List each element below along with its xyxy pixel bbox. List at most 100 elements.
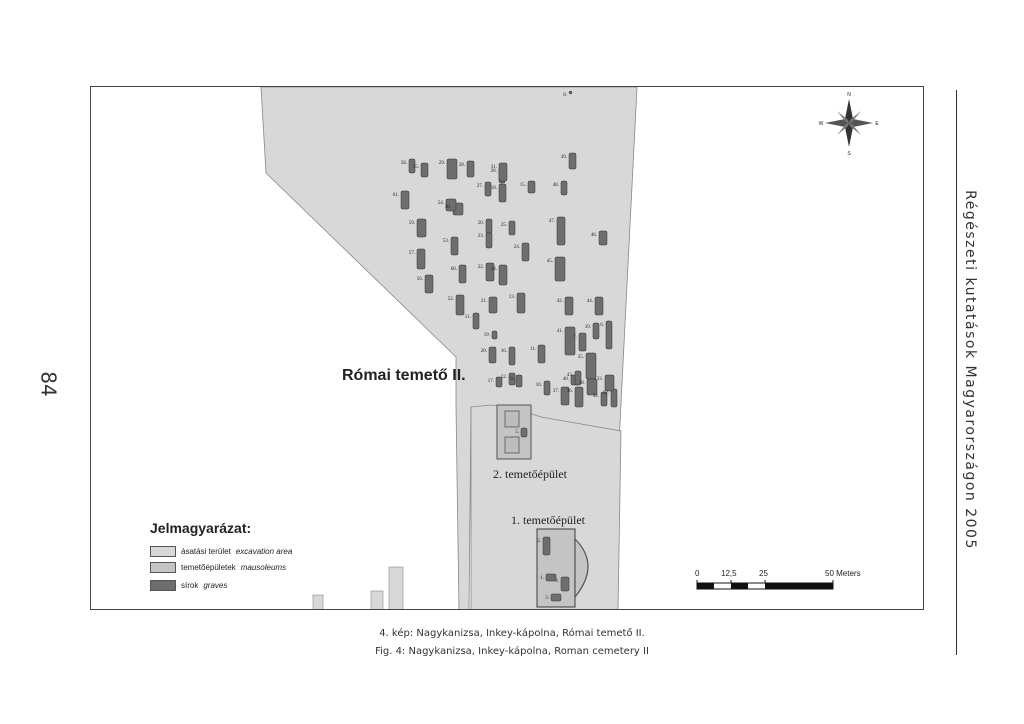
grave-label-38: 38.	[579, 381, 585, 386]
grave-label-21: 21.	[481, 299, 487, 304]
grave-1	[545, 573, 557, 582]
grave-16	[508, 346, 516, 366]
grave-47	[556, 216, 566, 246]
grave-4	[560, 576, 570, 592]
grave-label-51: 51.	[465, 315, 471, 320]
grave-label-11: 11.	[530, 347, 536, 352]
grave-17	[495, 376, 503, 388]
grave-6	[605, 320, 613, 350]
graves-layer	[400, 90, 618, 602]
mausoleum-1-apse	[574, 537, 589, 599]
grave-label-35: 35.	[578, 355, 584, 360]
grave-label-22: 22.	[478, 265, 484, 270]
grave-label-39: 39.	[585, 325, 591, 330]
grave-43	[574, 370, 582, 386]
grave-13	[516, 292, 526, 314]
grave-label-48: 48.	[553, 183, 559, 188]
grave-label-52: 52.	[448, 297, 454, 302]
grave-label-14: 14.	[491, 267, 497, 272]
compass-w: W	[819, 121, 824, 127]
mausoleum-2-label: 2. temetőépület	[493, 467, 567, 481]
grave-7	[578, 332, 587, 352]
grave-label-44: 44.	[587, 299, 593, 304]
grave-label-18: 18.	[491, 186, 497, 191]
grave-18	[498, 183, 507, 203]
grave-label-33: 33.	[597, 377, 603, 382]
grave-label-60: 60.	[451, 267, 457, 272]
grave-label-5: 5.	[515, 430, 519, 435]
grave-label-15: 15.	[520, 183, 526, 188]
grave-44	[594, 296, 604, 316]
grave-32	[610, 388, 618, 408]
scale-label-12-5: 12,5	[721, 569, 737, 578]
grave-10	[543, 380, 551, 396]
legend-label-hu: temetőépületek	[181, 562, 236, 572]
grave-label-29: 29.	[439, 161, 445, 166]
grave-29	[446, 158, 458, 180]
grave-27	[484, 181, 492, 197]
grave-59	[416, 218, 427, 238]
grave-label-59: 59.	[409, 221, 415, 226]
journal-title: Régészeti kutatások Magyarországon 2005	[962, 190, 978, 550]
grave-9	[515, 374, 523, 388]
mausoleum-2-room	[504, 410, 520, 428]
grave-20	[488, 346, 497, 364]
grave-50	[485, 218, 493, 234]
grave-label-43: 43.	[567, 373, 573, 378]
legend-item-mausoleum: temetőépületek mausoleums	[150, 561, 286, 573]
mausoleum-1-label: 1. temetőépület	[511, 513, 585, 527]
grave-label-10: 10.	[536, 383, 542, 388]
grave-49	[568, 152, 577, 170]
grave-51	[472, 312, 480, 330]
grave-label-12: 12.	[501, 375, 507, 380]
grave-54	[445, 198, 457, 212]
grave-label-9: 9.	[510, 377, 514, 382]
grave-61	[400, 190, 410, 210]
grave-label-58: 58.	[401, 161, 407, 166]
grave-label-6: 6.	[600, 323, 604, 328]
grave-label-56: 56.	[417, 277, 423, 282]
grave-53	[450, 236, 459, 256]
grave-11	[537, 344, 546, 364]
grave-60	[458, 264, 467, 284]
grave-22	[485, 262, 495, 282]
excavation-strip	[388, 566, 404, 609]
grave-number-labels: 1.2.3.4.5.6.7.8.9.10.11.12.13.14.15.16.1…	[393, 93, 609, 601]
grave-label-30: 30.	[445, 205, 451, 210]
mausoleum-2-room	[504, 436, 520, 454]
grave-label-2: 2.	[537, 539, 541, 544]
grave-12	[508, 372, 516, 386]
grave-38	[586, 378, 598, 396]
grave-25	[508, 220, 516, 236]
site-plan-drawing: 1.2.3.4.5.6.7.8.9.10.11.12.13.14.15.16.1…	[260, 87, 879, 609]
grave-label-27: 27.	[477, 184, 483, 189]
compass-s: S	[847, 151, 851, 157]
grave-label-55: 55.	[413, 165, 419, 170]
site-map: 1.2.3.4.5.6.7.8.9.10.11.12.13.14.15.16.1…	[90, 86, 924, 610]
legend-swatch-excavation	[150, 545, 176, 557]
grave-57	[416, 248, 426, 270]
grave-5	[520, 427, 528, 438]
grave-label-57: 57.	[409, 251, 415, 256]
caption-english: Fig. 4: Nagykanizsa, Inkey-kápolna, Roma…	[375, 646, 649, 657]
excavation-strip	[370, 590, 384, 609]
scale-label-25: 25	[759, 569, 768, 578]
grave-56	[424, 274, 434, 294]
grave-45	[554, 256, 566, 282]
grave-8	[568, 90, 573, 95]
grave-31	[498, 162, 508, 182]
grave-24	[521, 242, 530, 262]
map-title: Római temető II.	[342, 367, 466, 384]
grave-label-31: 31.	[491, 165, 497, 170]
grave-41	[564, 326, 576, 356]
excavation-area	[260, 87, 638, 609]
grave-label-40: 40.	[563, 377, 569, 382]
excavation-strip	[312, 594, 324, 609]
grave-2	[542, 536, 551, 556]
scale-label-50-meters: 50 Meters	[825, 569, 861, 578]
grave-label-47: 47.	[549, 219, 555, 224]
grave-label-23: 23.	[478, 234, 484, 239]
grave-21	[488, 296, 498, 314]
grave-label-54: 54.	[438, 201, 444, 206]
grave-34	[600, 391, 608, 407]
